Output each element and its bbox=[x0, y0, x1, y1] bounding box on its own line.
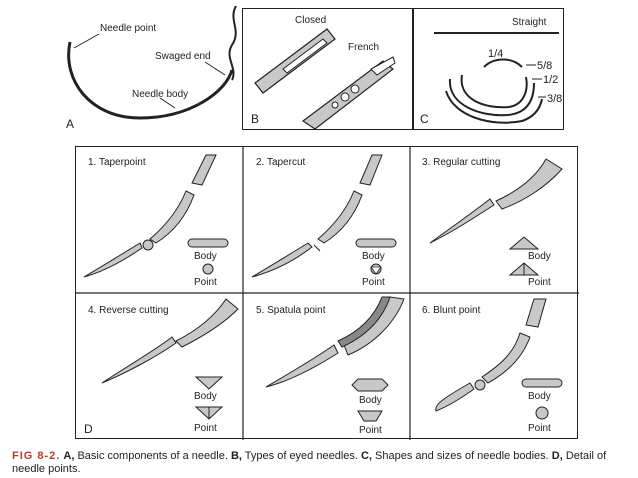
three-eighths-needle bbox=[445, 90, 543, 124]
needle-curvatures-diagram: Straight 1/4 5/8 1/2 3/8 C bbox=[420, 17, 562, 126]
quarter-label: 1/4 bbox=[488, 48, 503, 60]
taperpoint-body-label: Body bbox=[194, 251, 217, 262]
figure-number: FIG 8-2. bbox=[12, 450, 61, 462]
closed-eye-label: Closed bbox=[295, 15, 326, 26]
closed-eye-needle bbox=[254, 28, 336, 94]
taperpoint-title: 1. Taperpoint bbox=[88, 157, 146, 168]
reverse-cutting-point-label: Point bbox=[194, 423, 217, 434]
panel-a: Needle point Swaged end Needle body A bbox=[0, 0, 240, 135]
caption-d-text: Detail of needle points. bbox=[12, 450, 607, 475]
panel-d: 1. Taperpoint Body Point 2. Tapercut Bod… bbox=[75, 146, 579, 440]
cell-tapercut: 2. Tapercut Body Point bbox=[251, 154, 397, 288]
spatula-point-point-label: Point bbox=[359, 425, 382, 436]
caption-a-text: Basic components of a needle. bbox=[74, 450, 231, 462]
cell-taperpoint: 1. Taperpoint Body Point bbox=[83, 154, 229, 288]
reverse-cutting-title: 4. Reverse cutting bbox=[88, 305, 169, 316]
three-eighths-label: 3/8 bbox=[547, 93, 562, 105]
caption-c-letter: C, bbox=[361, 450, 372, 462]
straight-label: Straight bbox=[512, 17, 547, 28]
panel-c: Straight 1/4 5/8 1/2 3/8 C bbox=[413, 8, 564, 130]
cell-regular-cutting: 3. Regular cutting Body Point bbox=[422, 157, 563, 288]
french-eye-needle bbox=[301, 56, 396, 130]
eyed-needles-diagram: Closed French B bbox=[251, 15, 396, 130]
panel-a-letter: A bbox=[66, 117, 74, 131]
needle-points-grid: 1. Taperpoint Body Point 2. Tapercut Bod… bbox=[76, 147, 579, 440]
half-label: 1/2 bbox=[543, 74, 558, 86]
cell-spatula-point: 5. Spatula point Body Point bbox=[256, 296, 405, 436]
regular-cutting-point-label: Point bbox=[528, 277, 551, 288]
tapercut-body-label: Body bbox=[362, 251, 385, 262]
caption-b-letter: B, bbox=[230, 450, 242, 462]
five-eighths-label: 5/8 bbox=[537, 60, 552, 72]
spatula-point-body-label: Body bbox=[359, 395, 382, 406]
blunt-point-body-label: Body bbox=[528, 391, 551, 402]
needle-arc bbox=[67, 41, 234, 120]
blunt-point-point-label: Point bbox=[528, 423, 551, 434]
needle-point-label: Needle point bbox=[100, 23, 156, 34]
panel-d-letter: D bbox=[84, 422, 93, 436]
cell-blunt-point: 6. Blunt point Body Point bbox=[422, 298, 563, 434]
caption-d-letter: D, bbox=[551, 450, 563, 462]
suture-thread bbox=[228, 5, 237, 81]
caption-a-letter: A, bbox=[63, 450, 75, 462]
reverse-cutting-body-label: Body bbox=[194, 391, 217, 402]
panel-c-letter: C bbox=[420, 112, 429, 126]
spatula-point-title: 5. Spatula point bbox=[256, 305, 326, 316]
half-circle-needle bbox=[448, 78, 535, 117]
cell-reverse-cutting: 4. Reverse cutting Body Point bbox=[88, 298, 239, 434]
needle-components-diagram: Needle point Swaged end Needle body A bbox=[66, 5, 237, 131]
needle-body-label: Needle body bbox=[132, 89, 188, 100]
five-eighths-needle bbox=[460, 74, 528, 109]
taperpoint-point-label: Point bbox=[194, 277, 217, 288]
swaged-end-label: Swaged end bbox=[155, 51, 211, 62]
regular-cutting-title: 3. Regular cutting bbox=[422, 157, 500, 168]
quarter-circle-needle bbox=[483, 58, 523, 68]
blunt-point-title: 6. Blunt point bbox=[422, 305, 481, 316]
caption-b-text: Types of eyed needles. bbox=[241, 450, 361, 462]
french-eye-label: French bbox=[348, 42, 379, 53]
figure-caption: FIG 8-2. A, Basic components of a needle… bbox=[12, 450, 632, 476]
tapercut-point-label: Point bbox=[362, 277, 385, 288]
tapercut-title: 2. Tapercut bbox=[256, 157, 306, 168]
caption-c-text: Shapes and sizes of needle bodies. bbox=[372, 450, 552, 462]
panel-b-letter: B bbox=[251, 112, 259, 126]
regular-cutting-body-label: Body bbox=[528, 251, 551, 262]
panel-b: Closed French B bbox=[242, 8, 413, 130]
